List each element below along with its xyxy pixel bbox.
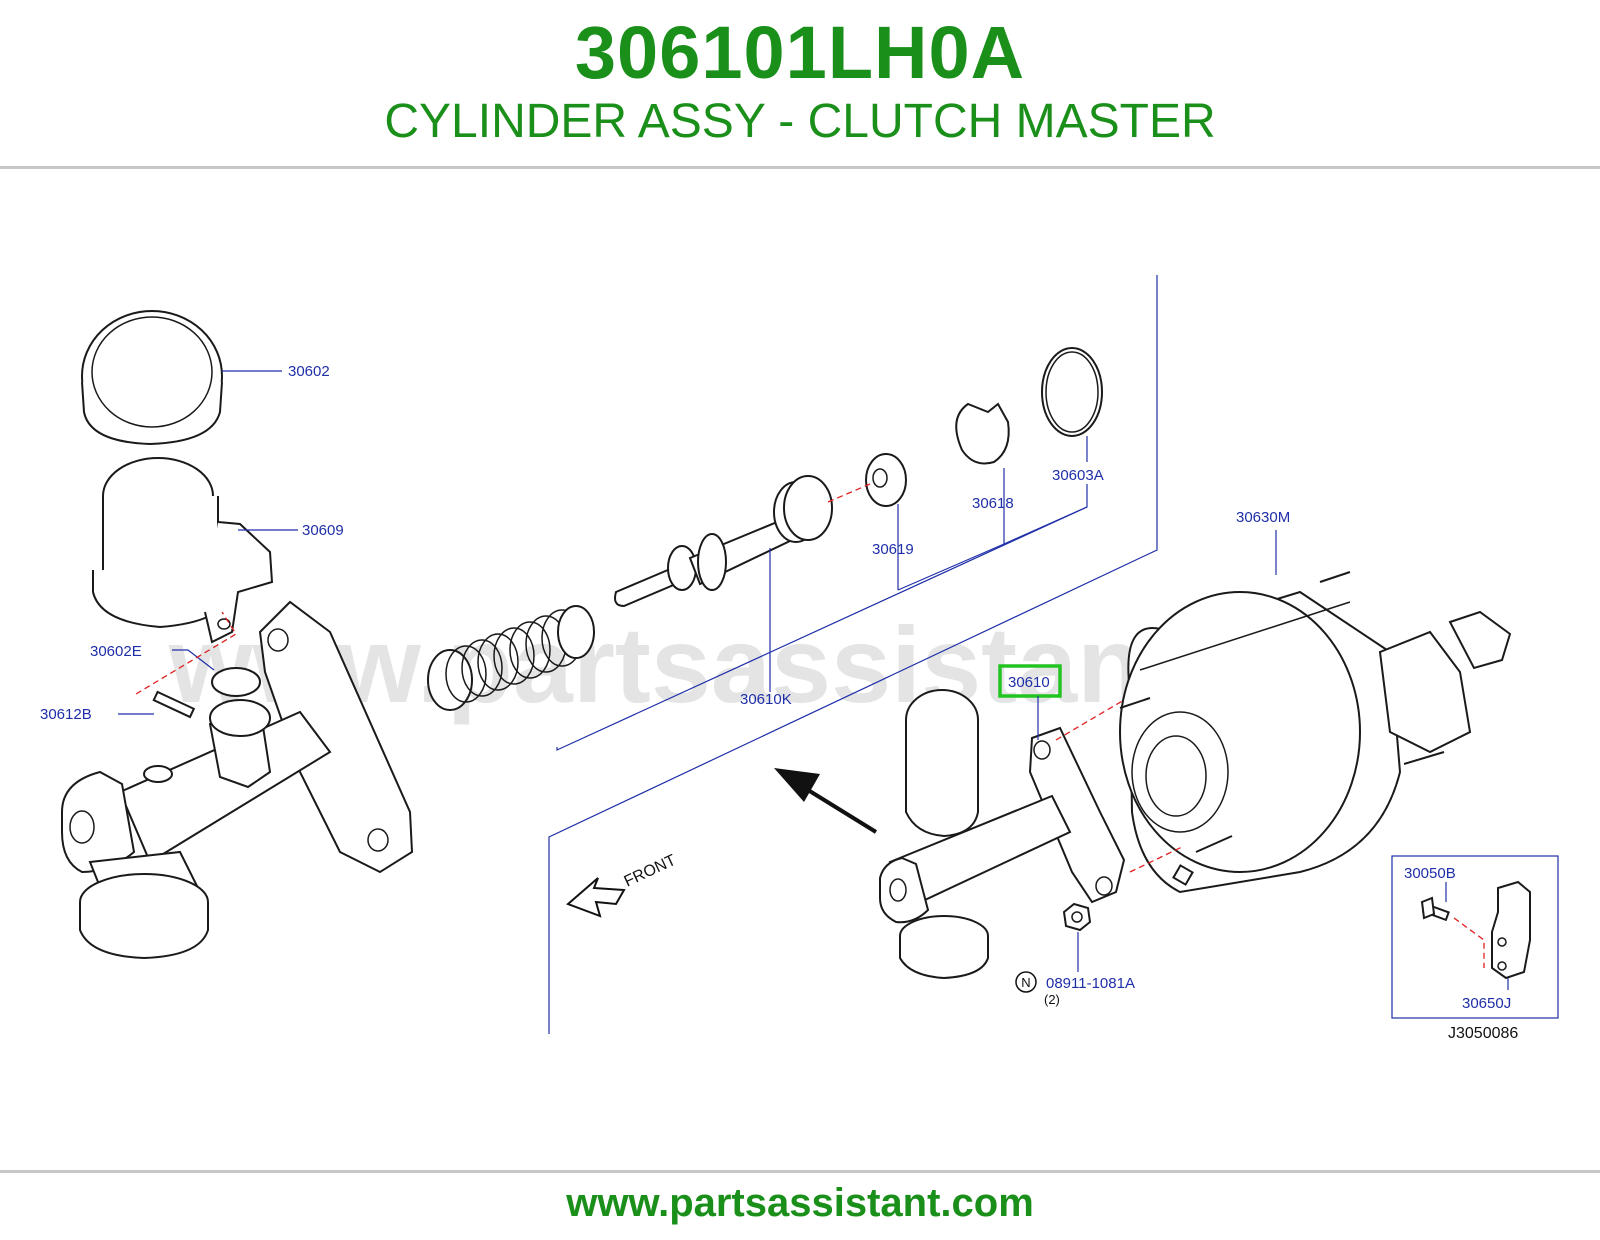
footer-url[interactable]: www.partsassistant.com — [566, 1181, 1034, 1225]
pin-part[interactable] — [152, 690, 196, 719]
piston-rod-part[interactable] — [614, 475, 833, 608]
master-cylinder-body-left[interactable] — [61, 600, 414, 960]
footer-divider — [0, 1170, 1600, 1173]
label-08911-1081A[interactable]: 08911-1081A — [1046, 975, 1135, 992]
front-label: FRONT — [622, 852, 679, 891]
front-indicator: FRONT — [566, 852, 679, 918]
reference-code: J3050086 — [1448, 1025, 1518, 1042]
label-30610K[interactable]: 30610K — [740, 691, 792, 708]
explode-frame — [548, 275, 1158, 1034]
label-30619[interactable]: 30619 — [872, 541, 914, 558]
diagram-svg: www.partsassistant.com 30602 30609 3060 — [40, 275, 1559, 1042]
part-title: CYLINDER ASSY - CLUTCH MASTER — [384, 95, 1216, 148]
n-badge — [1015, 971, 1037, 993]
label-30609[interactable]: 30609 — [302, 522, 344, 539]
label-30630M[interactable]: 30630M — [1236, 509, 1290, 526]
quantity-label: (2) — [1044, 992, 1060, 1007]
reservoir-part[interactable] — [92, 457, 274, 644]
inset-detail: 30050B 30650J — [1391, 855, 1559, 1019]
bracket-part[interactable] — [1491, 880, 1531, 980]
bolt-part[interactable] — [1420, 896, 1450, 922]
direction-arrow — [774, 768, 878, 834]
ring-part[interactable] — [1041, 347, 1103, 437]
clutch-master-cylinder-part[interactable] — [879, 689, 1126, 980]
snap-ring-part[interactable] — [955, 402, 1010, 465]
seal-part[interactable] — [865, 453, 907, 507]
label-30603A[interactable]: 30603A — [1052, 467, 1104, 484]
n-badge-label: N — [1021, 975, 1030, 990]
label-30050B[interactable]: 30050B — [1404, 865, 1456, 882]
part-number: 306101LH0A — [574, 11, 1026, 94]
label-30602[interactable]: 30602 — [288, 363, 330, 380]
label-30650J[interactable]: 30650J — [1462, 995, 1511, 1012]
highlight-box-30610[interactable] — [998, 664, 1062, 698]
reservoir-cap-part[interactable] — [81, 310, 223, 446]
label-30612B[interactable]: 30612B — [40, 706, 92, 723]
label-30610[interactable]: 30610 — [1008, 674, 1050, 691]
header: 306101LH0A CYLINDER ASSY - CLUTCH MASTER — [0, 0, 1600, 168]
brake-booster-part[interactable] — [1119, 571, 1512, 894]
o-ring-part[interactable] — [211, 667, 261, 697]
header-divider — [0, 166, 1600, 169]
parts-diagram: www.partsassistant.com 30602 30609 3060 — [0, 172, 1600, 1168]
label-30618[interactable]: 30618 — [972, 495, 1014, 512]
label-30602E[interactable]: 30602E — [90, 643, 142, 660]
spring-part[interactable] — [427, 605, 595, 711]
nut-part[interactable] — [1062, 902, 1092, 932]
